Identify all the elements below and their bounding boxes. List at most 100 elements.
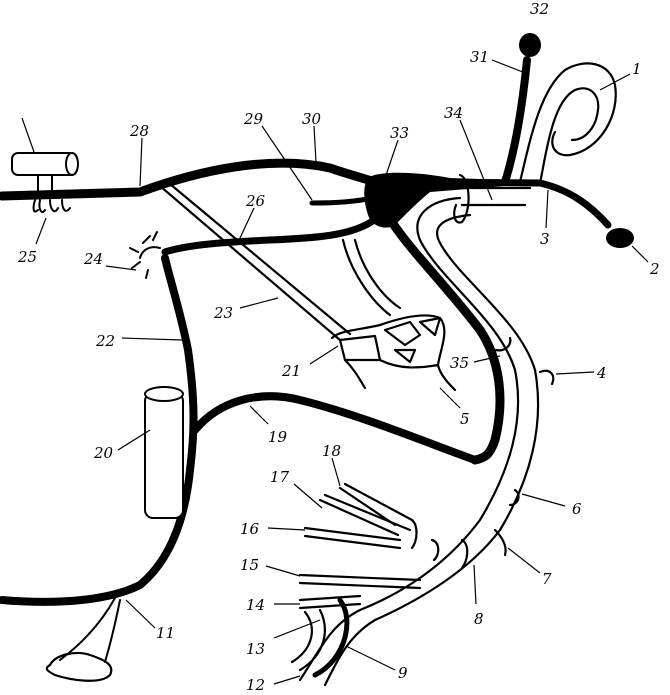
label-4: 4 xyxy=(596,364,607,382)
labels: 1 2 3 4 5 6 7 8 9 11 12 13 14 15 16 17 1… xyxy=(17,0,660,694)
plexus-outline xyxy=(330,314,457,392)
leader-21 xyxy=(309,345,339,365)
label-15: 15 xyxy=(240,556,259,574)
leader-16 xyxy=(267,527,306,531)
label-11: 11 xyxy=(156,624,175,642)
fan-16-18 xyxy=(303,482,414,550)
coil-34 xyxy=(453,173,470,224)
nerve-23 xyxy=(158,182,352,342)
label-25: 25 xyxy=(17,248,37,266)
fringes-25 xyxy=(32,199,71,213)
upward-branch-31 xyxy=(501,56,531,186)
spiky-24 xyxy=(129,231,161,279)
leader-9 xyxy=(345,645,396,671)
leader-18 xyxy=(331,457,341,487)
leader-24 xyxy=(105,265,137,271)
hook-bottom xyxy=(410,518,440,562)
leader-20 xyxy=(117,429,151,451)
leader-25 xyxy=(35,217,47,245)
label-1: 1 xyxy=(632,60,642,78)
cylinder-top xyxy=(144,386,184,402)
leader-31 xyxy=(491,59,529,75)
nerve-9 xyxy=(312,597,350,678)
leader-5 xyxy=(439,387,461,409)
descending-trunk xyxy=(387,217,505,465)
leader-lines xyxy=(21,59,649,685)
terminal-ganglion-32 xyxy=(519,33,541,57)
leader-28 xyxy=(139,137,143,187)
leader-26 xyxy=(239,207,255,239)
label-6: 6 xyxy=(572,500,582,518)
label-13: 13 xyxy=(246,640,265,658)
leader-34 xyxy=(459,119,493,201)
outlined-nerves xyxy=(158,62,617,687)
label-19: 19 xyxy=(268,428,288,446)
nerve-pathways xyxy=(0,33,634,606)
leader-12 xyxy=(273,675,301,685)
nerve-13 xyxy=(290,608,326,672)
label-23: 23 xyxy=(213,304,233,322)
label-3: 3 xyxy=(540,230,550,248)
hook-7 xyxy=(493,528,507,557)
label-18: 18 xyxy=(322,442,341,460)
hook-4 xyxy=(538,369,555,386)
leader-35 xyxy=(473,355,501,363)
label-14: 14 xyxy=(246,596,265,614)
right-trunk xyxy=(426,178,612,229)
band-34 xyxy=(460,186,532,207)
leader-19 xyxy=(249,405,269,425)
leader-13 xyxy=(273,619,321,639)
leader-6 xyxy=(521,493,566,507)
leader-8 xyxy=(473,564,477,605)
tube-end xyxy=(65,152,79,176)
hook-8 xyxy=(460,538,469,570)
label-24: 24 xyxy=(83,250,103,268)
label-16: 16 xyxy=(240,520,260,538)
leader-33 xyxy=(384,139,399,179)
geniculate-ganglion xyxy=(364,172,505,228)
label-22: 22 xyxy=(95,332,115,350)
label-7: 7 xyxy=(542,570,552,588)
hook-6 xyxy=(508,488,520,507)
gland-bottom-left xyxy=(45,651,113,682)
cochlea-outer xyxy=(518,62,617,184)
label-26: 26 xyxy=(245,192,266,210)
leader-15 xyxy=(265,565,301,577)
leader-top-left xyxy=(21,117,35,153)
label-17: 17 xyxy=(270,468,290,486)
leader-23 xyxy=(239,297,279,309)
leader-29 xyxy=(261,125,313,201)
leader-1 xyxy=(599,73,631,91)
plexus-branch xyxy=(341,238,402,317)
main-trunk xyxy=(0,158,390,201)
leader-2 xyxy=(631,245,649,263)
branch-26 xyxy=(161,211,384,256)
label-33: 33 xyxy=(390,124,409,142)
s-curve-inner xyxy=(323,213,540,687)
cylinder-20 xyxy=(144,392,184,519)
leader-22 xyxy=(121,337,183,341)
label-12: 12 xyxy=(246,676,265,694)
hook-35 xyxy=(494,336,512,352)
label-29: 29 xyxy=(243,110,264,128)
nerve-22 xyxy=(0,254,198,606)
lines-15 xyxy=(298,573,422,590)
terminal-ganglion-2 xyxy=(606,228,634,248)
cochlea-inner xyxy=(538,87,600,186)
nerve-19 xyxy=(191,392,479,464)
label-5: 5 xyxy=(460,410,470,428)
small-structures xyxy=(11,152,470,682)
leader-11 xyxy=(125,599,156,629)
s-curve-outer xyxy=(298,196,520,682)
label-30: 30 xyxy=(302,110,322,128)
label-28: 28 xyxy=(129,122,149,140)
branch-11 xyxy=(59,597,121,663)
leader-17 xyxy=(293,483,323,509)
label-32: 32 xyxy=(530,0,549,18)
leader-7 xyxy=(507,547,541,574)
leader-3 xyxy=(545,189,549,229)
label-9: 9 xyxy=(398,664,408,682)
label-31: 31 xyxy=(470,48,489,66)
label-35: 35 xyxy=(450,354,469,372)
